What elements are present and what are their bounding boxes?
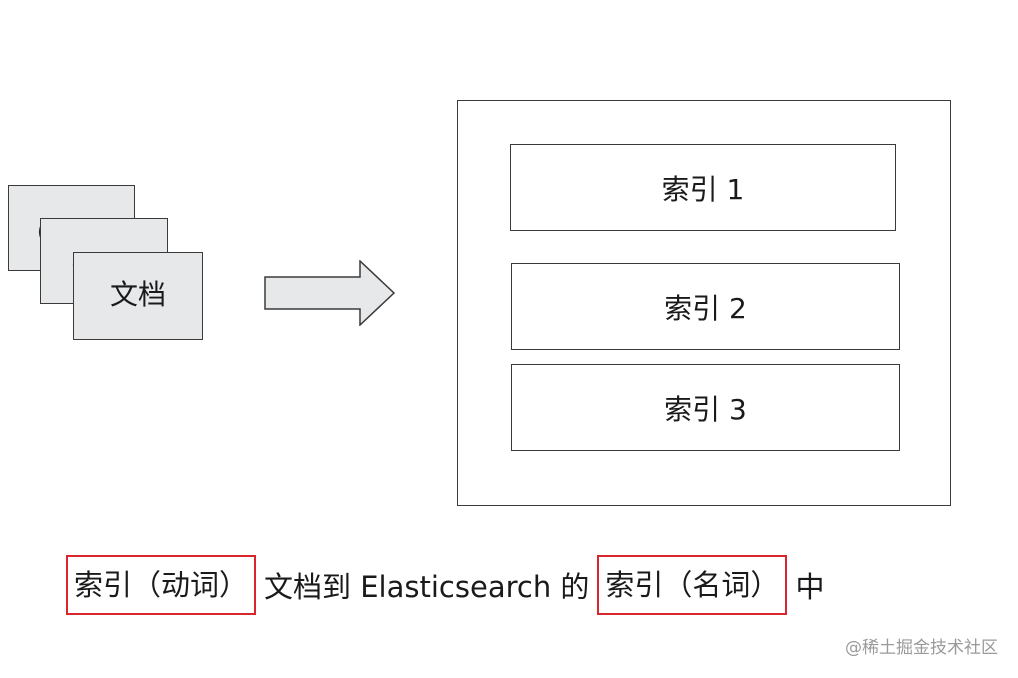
document-label: 文档 bbox=[109, 278, 166, 311]
index-box-3: 索引 3 bbox=[511, 364, 900, 451]
right-arrow-icon bbox=[264, 260, 396, 326]
caption-end-text: 中 bbox=[795, 570, 825, 604]
elasticsearch-container bbox=[457, 100, 951, 506]
index-box-2: 索引 2 bbox=[511, 263, 900, 350]
index-label-2: 索引 2 bbox=[664, 291, 747, 325]
caption: 索引（动词） 文档到 Elasticsearch 的 索引（名词） 中 bbox=[66, 555, 832, 615]
caption-highlight-noun: 索引（名词） bbox=[597, 555, 788, 615]
document-card-front: 文档 bbox=[73, 252, 203, 340]
watermark: @稀土掘金技术社区 bbox=[845, 638, 998, 658]
caption-middle-text: 文档到 Elasticsearch 的 bbox=[264, 570, 590, 604]
index-label-3: 索引 3 bbox=[664, 392, 747, 426]
index-box-1: 索引 1 bbox=[510, 144, 896, 231]
caption-highlight-verb: 索引（动词） bbox=[66, 555, 257, 615]
index-label-1: 索引 1 bbox=[661, 172, 745, 206]
